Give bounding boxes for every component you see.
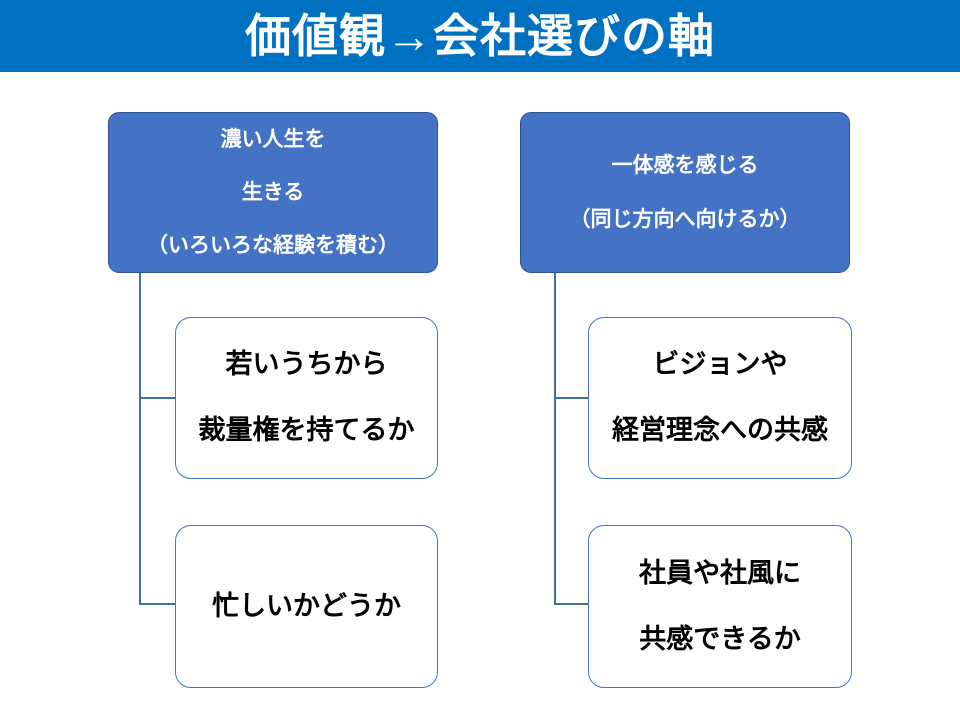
connector-left-branch-1 — [139, 397, 176, 399]
parent-box-line: （いろいろな経験を積む） — [147, 234, 399, 258]
parent-box-sense-of-unity: 一体感を感じる （同じ方向へ向けるか） — [520, 112, 850, 273]
connector-right-branch-2 — [554, 603, 589, 605]
child-box-vision-philosophy: ビジョンや 経営理念への共感 — [588, 317, 852, 479]
parent-box-line: 生きる — [241, 180, 305, 204]
child-box-discretion: 若いうちから 裁量権を持てるか — [175, 317, 438, 479]
child-box-line: 若いうちから — [225, 349, 388, 380]
connector-left-branch-2 — [139, 603, 176, 605]
child-box-busy: 忙しいかどうか — [175, 525, 438, 688]
parent-box-line: 濃い人生を — [220, 127, 326, 151]
connector-left-vertical — [139, 273, 141, 604]
child-box-line: 忙しいかどうか — [212, 590, 401, 621]
connector-right-branch-1 — [554, 397, 589, 399]
child-box-line: ビジョンや — [652, 349, 788, 380]
parent-box-rich-life: 濃い人生を 生きる （いろいろな経験を積む） — [108, 112, 438, 273]
child-box-line: 社員や社風に — [639, 557, 801, 588]
child-box-line: 共感できるか — [639, 623, 801, 654]
child-box-line: 裁量権を持てるか — [198, 415, 415, 445]
connector-right-vertical — [554, 273, 556, 604]
child-box-employees-culture: 社員や社風に 共感できるか — [588, 525, 852, 688]
parent-box-line: 一体感を感じる — [611, 154, 759, 178]
slide-title: 価値観→会社選びの軸 — [245, 10, 715, 62]
parent-box-line: （同じ方向へ向けるか） — [569, 207, 801, 231]
child-box-line: 経営理念への共感 — [612, 415, 828, 445]
title-bar: 価値観→会社選びの軸 — [0, 0, 960, 72]
